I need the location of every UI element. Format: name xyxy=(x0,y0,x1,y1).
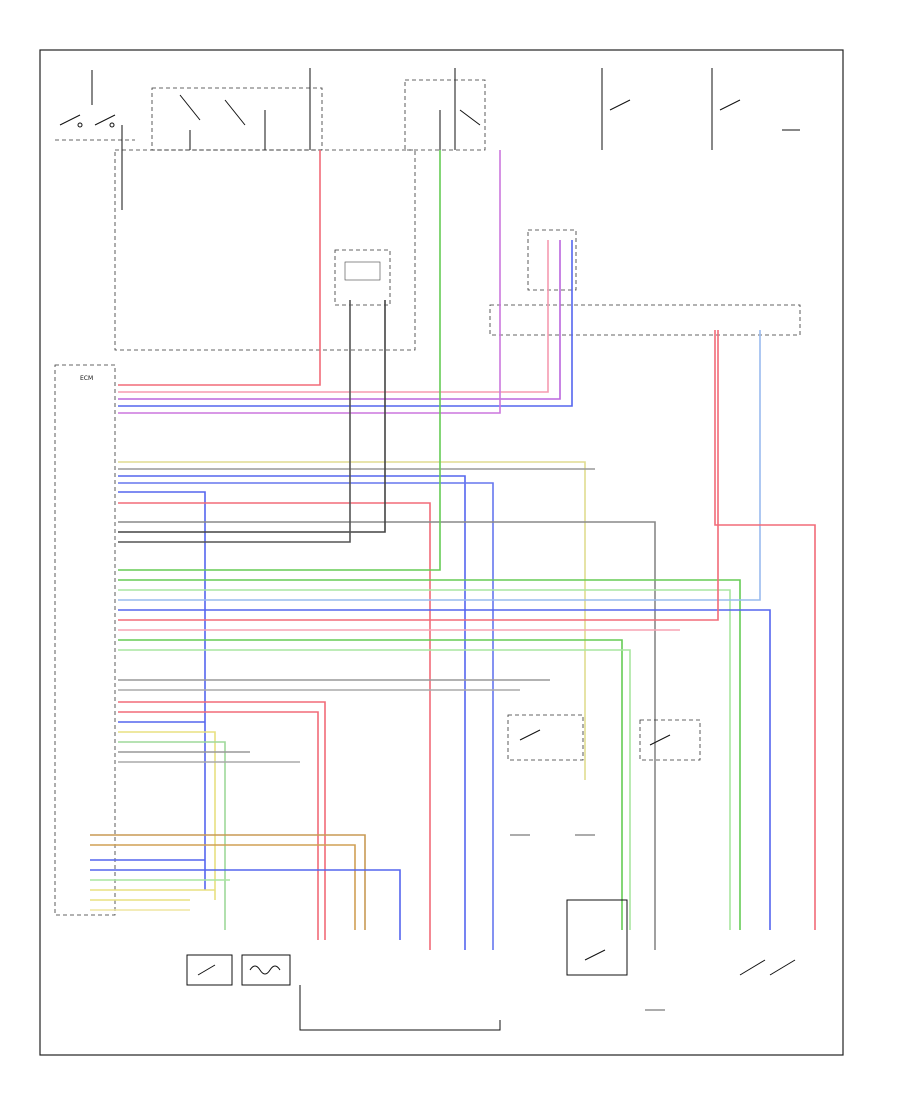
wire-blue-4 xyxy=(118,491,206,890)
wire-lt-blue-1 xyxy=(118,330,761,601)
wire-blue-3 xyxy=(118,482,494,950)
junction-connector xyxy=(489,304,801,336)
wire-green-1 xyxy=(118,150,441,571)
lower-components xyxy=(186,714,796,1031)
wire-green-3 xyxy=(118,639,623,930)
wire-blue-5 xyxy=(118,609,771,930)
wire-red-5 xyxy=(118,711,319,940)
wire-black-1 xyxy=(118,300,386,533)
combination-meter xyxy=(527,229,577,291)
wire-lt-green-3 xyxy=(118,741,226,930)
wire-red-4 xyxy=(118,701,326,940)
wire-red-3 xyxy=(118,330,719,621)
wire-lt-green-2 xyxy=(118,649,631,930)
ecm-label: ECM xyxy=(80,375,93,382)
wire-blue-1 xyxy=(118,240,573,407)
wire-gray-2 xyxy=(118,521,656,950)
efi-relay-block xyxy=(151,87,323,151)
wire-blue-2 xyxy=(118,475,466,950)
wire-lt-green-1 xyxy=(118,589,731,930)
ignition-switch xyxy=(55,114,135,210)
stop-lamp-switch xyxy=(609,99,800,131)
wire-pink-1 xyxy=(118,240,549,393)
wire-black-2 xyxy=(118,300,351,543)
wire-red-1 xyxy=(118,150,321,386)
top-fuse-labels xyxy=(91,68,713,150)
wire-green-2 xyxy=(118,579,741,930)
wire-blue-8 xyxy=(90,869,401,940)
ground-symbols xyxy=(510,834,665,1011)
wire-violet-2 xyxy=(118,150,501,414)
wire-harness xyxy=(90,150,816,950)
starter-relay xyxy=(404,79,486,151)
wire-yellow-2 xyxy=(118,731,216,900)
wire-yellow-1 xyxy=(118,461,586,780)
wire-violet-1 xyxy=(118,240,561,400)
wire-red-2 xyxy=(118,502,431,950)
wire-brown-1 xyxy=(90,834,366,930)
wire-red-long xyxy=(714,330,816,930)
wire-brown-2 xyxy=(90,844,356,930)
ecm-connector-block xyxy=(54,364,116,916)
data-link-connector xyxy=(334,249,391,306)
ecm-upper-box xyxy=(114,149,416,351)
diagram-frame xyxy=(39,49,844,1056)
